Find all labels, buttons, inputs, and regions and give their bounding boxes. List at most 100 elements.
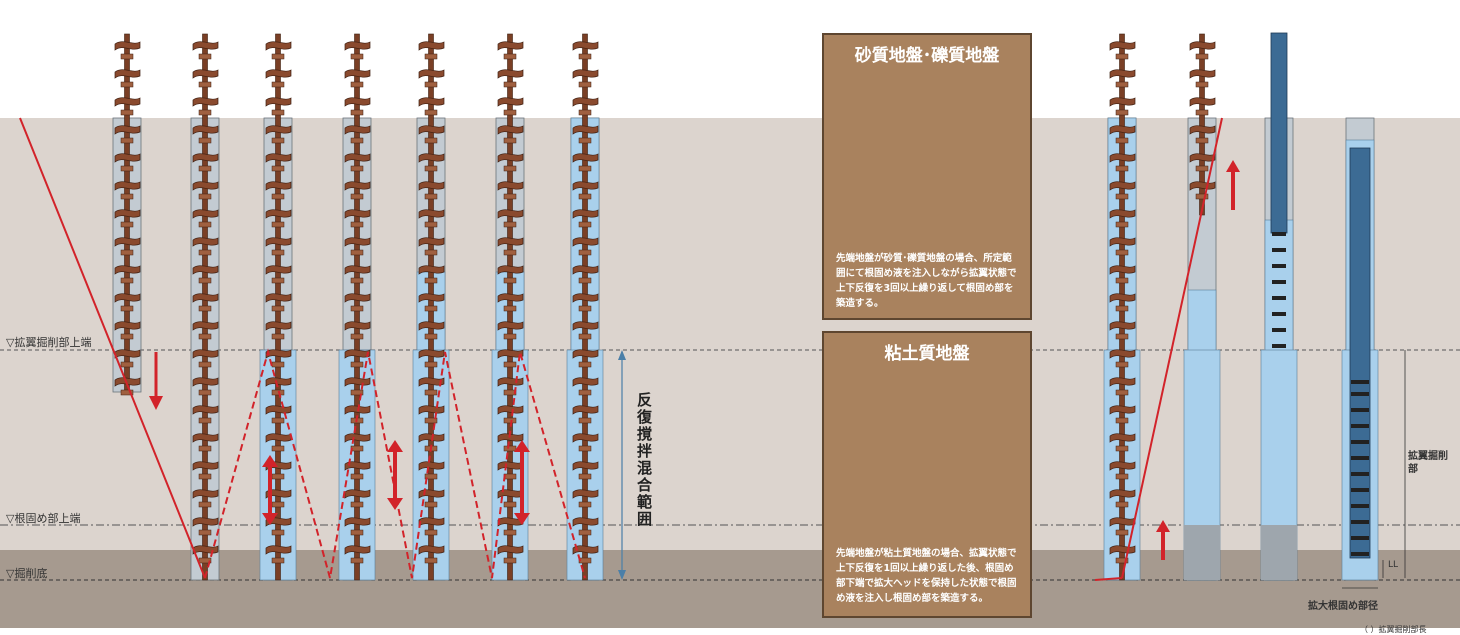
auger-coupler xyxy=(120,53,134,60)
auger-blade xyxy=(1189,125,1216,135)
auger-blade xyxy=(1189,153,1216,163)
auger-blade xyxy=(344,293,371,303)
auger-coupler xyxy=(350,165,364,172)
auger-coupler xyxy=(424,277,438,284)
pile-rib xyxy=(1272,312,1286,316)
panel-clay-title: 粘土質地盤 xyxy=(884,344,970,364)
auger-coupler xyxy=(1195,81,1209,88)
auger-blade xyxy=(497,545,524,555)
auger-blade xyxy=(1109,517,1136,527)
withdraw-trace xyxy=(1121,117,1223,579)
auger-coupler xyxy=(578,417,592,424)
updown-arrow-head-down xyxy=(387,498,403,510)
auger-blade xyxy=(265,349,292,359)
auger-coupler xyxy=(503,53,517,60)
auger-coupler xyxy=(1115,221,1129,228)
auger-coupler xyxy=(578,305,592,312)
auger-coupler xyxy=(271,361,285,368)
auger-coupler xyxy=(1195,193,1209,200)
auger-blade xyxy=(497,265,524,275)
auger-coupler xyxy=(1195,165,1209,172)
auger-coupler xyxy=(198,165,212,172)
auger-blade xyxy=(572,41,599,51)
auger-blade xyxy=(344,433,371,443)
auger-coupler xyxy=(424,529,438,536)
pile-rib xyxy=(1272,248,1286,252)
auger-blade xyxy=(572,153,599,163)
auger-blade xyxy=(265,97,292,107)
auger-coupler xyxy=(350,361,364,368)
auger-coupler xyxy=(198,445,212,452)
auger-blade xyxy=(497,181,524,191)
auger-blade xyxy=(192,349,219,359)
auger-coupler xyxy=(350,305,364,312)
auger-blade xyxy=(418,125,445,135)
auger-coupler xyxy=(1115,417,1129,424)
auger-blade xyxy=(265,433,292,443)
auger-coupler xyxy=(578,333,592,340)
auger-blade xyxy=(192,405,219,415)
auger-blade xyxy=(572,97,599,107)
auger-rod xyxy=(1199,33,1205,216)
auger-coupler xyxy=(424,473,438,480)
auger-blade xyxy=(572,293,599,303)
auger-blade xyxy=(497,349,524,359)
updown-arrow-head-up xyxy=(387,440,403,452)
auger-coupler xyxy=(1115,557,1129,564)
updown-arrow-head-up xyxy=(514,440,530,452)
auger-coupler xyxy=(503,557,517,564)
pile-rib xyxy=(1351,552,1369,556)
auger-coupler xyxy=(503,529,517,536)
auger-coupler xyxy=(1195,53,1209,60)
auger-coupler xyxy=(271,53,285,60)
auger-coupler xyxy=(198,277,212,284)
auger-coupler xyxy=(198,361,212,368)
auger-blade xyxy=(114,293,141,303)
auger-blade xyxy=(1109,209,1136,219)
auger-coupler xyxy=(271,277,285,284)
auger-blade xyxy=(497,405,524,415)
auger-blade xyxy=(192,517,219,527)
auger-blade xyxy=(572,321,599,331)
auger-blade xyxy=(1109,41,1136,51)
auger-coupler xyxy=(578,249,592,256)
auger-blade xyxy=(1109,97,1136,107)
auger-coupler xyxy=(578,501,592,508)
auger-coupler xyxy=(424,305,438,312)
auger-coupler xyxy=(578,165,592,172)
auger-blade xyxy=(265,181,292,191)
auger-coupler xyxy=(271,557,285,564)
auger-coupler xyxy=(424,137,438,144)
pile-rib xyxy=(1351,424,1369,428)
range-bracket-bottom xyxy=(618,570,626,580)
auger-blade xyxy=(192,125,219,135)
excavation-trace xyxy=(19,117,206,579)
auger-blade xyxy=(192,41,219,51)
auger-coupler xyxy=(503,165,517,172)
panel-sandy-text: 先端地盤が砂質･礫質地盤の場合、所定範囲にて根固め液を注入しながら拡翼状態で上下… xyxy=(836,253,1017,309)
auger-coupler xyxy=(350,529,364,536)
auger-blade xyxy=(418,517,445,527)
auger-blade xyxy=(572,405,599,415)
auger-blade xyxy=(497,517,524,527)
auger-coupler xyxy=(578,109,592,116)
auger-blade xyxy=(1109,349,1136,359)
auger-blade xyxy=(114,153,141,163)
diameter-label: 拡大根固め部径 xyxy=(1308,601,1378,612)
auger-coupler xyxy=(424,81,438,88)
auger-coupler xyxy=(350,221,364,228)
auger-blade xyxy=(497,125,524,135)
auger-blade xyxy=(344,265,371,275)
pile-rib xyxy=(1351,392,1369,396)
auger-coupler xyxy=(503,221,517,228)
auger-coupler xyxy=(503,333,517,340)
auger-coupler xyxy=(120,109,134,116)
auger-blade xyxy=(265,209,292,219)
pile-rib xyxy=(1272,344,1286,348)
auger-coupler xyxy=(198,221,212,228)
auger-blade xyxy=(572,69,599,79)
auger-blade xyxy=(192,181,219,191)
auger-coupler xyxy=(578,221,592,228)
down-arrow-head xyxy=(149,396,163,410)
